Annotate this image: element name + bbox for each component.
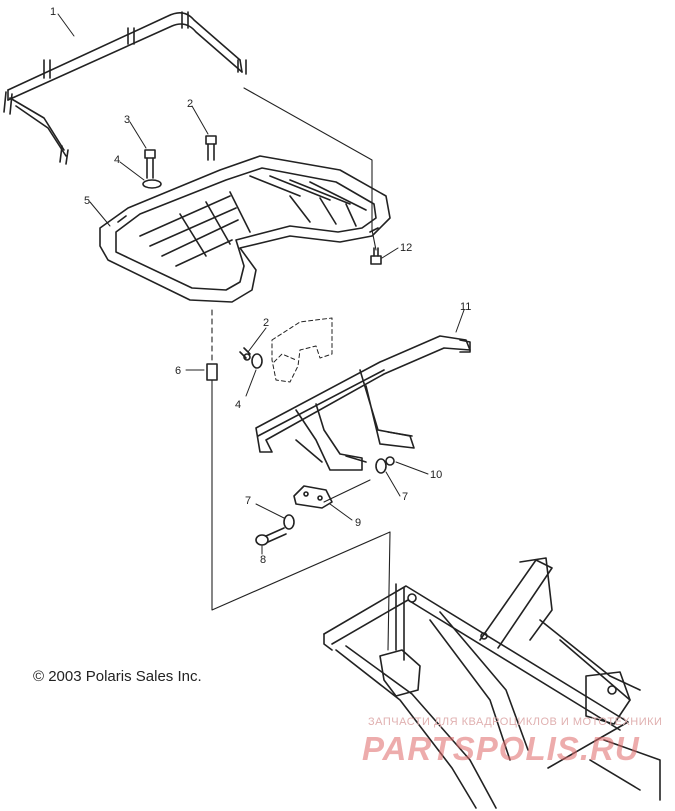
bolt-part-2 <box>205 135 217 161</box>
callout-7-right: 7 <box>402 491 408 503</box>
callout-8: 8 <box>260 554 266 566</box>
callout-5: 5 <box>84 195 90 207</box>
spacer-part-6 <box>206 363 218 381</box>
rack-rail-part-1 <box>3 11 247 165</box>
callout-1: 1 <box>50 6 56 18</box>
copyright-text: © 2003 Polaris Sales Inc. <box>33 668 202 685</box>
callout-leaders <box>57 13 465 555</box>
bumper-part-11 <box>255 335 471 471</box>
callout-2-lower: 2 <box>263 317 269 329</box>
washer-part-4 <box>142 179 162 189</box>
watermark-logo: PARTSPOLIS.RU <box>362 730 640 767</box>
bolt-part-3 <box>144 149 156 179</box>
callout-2: 2 <box>187 98 193 110</box>
callout-6: 6 <box>175 365 181 377</box>
callout-4: 4 <box>114 154 120 166</box>
washer-part-7 <box>375 458 387 474</box>
callout-12: 12 <box>400 242 412 254</box>
nut-part-10 <box>385 456 395 466</box>
callout-11: 11 <box>460 301 471 313</box>
callout-10: 10 <box>430 469 442 481</box>
watermark-tagline: ЗАПЧАСТИ ДЛЯ КВАДРОЦИКЛОВ И МОТОТЕХНИКИ <box>368 716 663 728</box>
callout-3: 3 <box>124 114 130 126</box>
atv-frame <box>323 557 661 809</box>
bolt-part-12 <box>370 247 382 265</box>
bolt-part-8 <box>255 527 287 546</box>
callout-9: 9 <box>355 517 361 529</box>
bolt-part-2-lower <box>239 347 251 361</box>
callout-7-left: 7 <box>245 495 251 507</box>
plate-part-9 <box>293 479 371 509</box>
callout-numbers: 1 2 3 4 5 12 11 2 6 4 10 7 7 9 8 <box>50 6 471 566</box>
rack-platform-part-5 <box>99 155 391 303</box>
callout-4-lower: 4 <box>235 399 241 411</box>
washer-part-7-left <box>283 514 295 530</box>
washer-part-4-lower <box>251 353 263 369</box>
